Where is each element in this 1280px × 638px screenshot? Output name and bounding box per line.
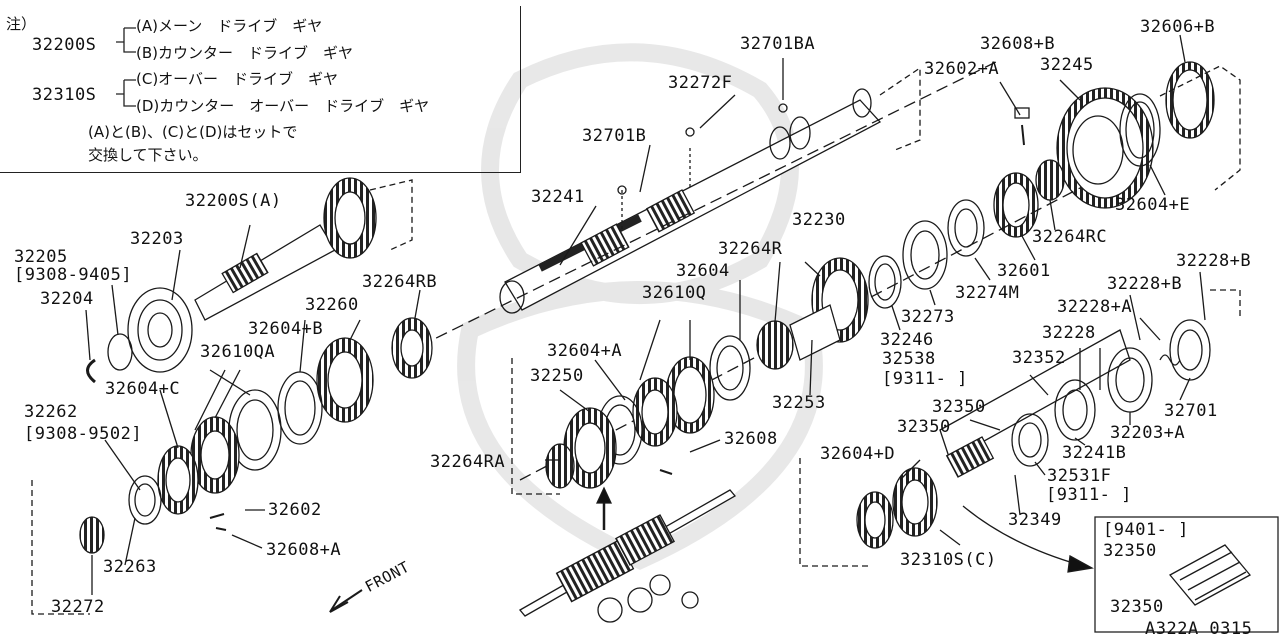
label-32604E: 32604+E (1115, 195, 1191, 215)
label-32264RB: 32264RB (362, 272, 438, 292)
label-32241B: 32241B (1062, 443, 1127, 463)
label-32228A: 32228+A (1057, 297, 1133, 317)
label-32260: 32260 (305, 295, 359, 315)
label-32253: 32253 (772, 393, 826, 413)
label-32352: 32352 (1012, 348, 1066, 368)
synchro-32610QA (190, 416, 240, 494)
bearing-32203 (127, 287, 193, 373)
label-32246: 32246 (880, 330, 934, 350)
label-32230: 32230 (792, 210, 846, 230)
gear-32260 (316, 337, 374, 423)
note-group2-part: 32310S (32, 85, 97, 105)
label-32204: 32204 (40, 289, 94, 309)
gear-32245 (1056, 87, 1154, 209)
label-32604C: 32604+C (105, 379, 181, 399)
assembled-view (519, 489, 736, 623)
diagram-code: A322A 0315 (1145, 619, 1253, 638)
label-32272: 32272 (51, 597, 105, 617)
label-32245: 32245 (1040, 55, 1094, 75)
label-32200SA: 32200S(A) (185, 191, 282, 211)
label-32241: 32241 (531, 187, 585, 207)
note-group1-a: (A)メーン ドライブ ギヤ (136, 17, 323, 35)
main-drive-shaft (194, 177, 377, 321)
gear-32310S (892, 467, 938, 537)
label-32262: 32262 (24, 402, 78, 422)
label-32701: 32701 (1164, 401, 1218, 421)
label-32350-2: 32350 (897, 417, 951, 437)
label-32610Q: 32610Q (642, 283, 707, 303)
label-32349: 32349 (1008, 510, 1062, 530)
label-32274M: 32274M (955, 283, 1020, 303)
label-32262-range: [9308-9502] (24, 424, 143, 444)
label-32602A: 32602+A (924, 59, 1000, 79)
label-32608: 32608 (724, 429, 778, 449)
label-32538-range: [9311- ] (882, 369, 968, 389)
label-32701B: 32701B (582, 126, 647, 146)
label-32538: 32538 (882, 349, 936, 369)
label-32604A: 32604+A (547, 341, 623, 361)
ring-32606 (1165, 61, 1215, 139)
label-32228: 32228 (1042, 323, 1096, 343)
gear-32250 (563, 407, 617, 489)
label-32203: 32203 (130, 229, 184, 249)
label-32350-1: 32350 (932, 397, 986, 417)
inset-part2: 32350 (1110, 597, 1164, 617)
label-32608A: 32608+A (266, 540, 342, 560)
note-brackets (116, 27, 136, 107)
note-remark-2: 交換して下さい。 (88, 146, 208, 164)
label-32228B-1: 32228+B (1176, 251, 1252, 271)
label-32264RA: 32264RA (430, 452, 506, 472)
label-32604D: 32604+D (820, 444, 896, 464)
inset-sleeve (1168, 544, 1252, 606)
label-32606B: 32606+B (1140, 17, 1216, 37)
note-prefix: 注） (6, 15, 37, 33)
label-32205-range: [9308-9405] (14, 265, 133, 285)
label-32264RC: 32264RC (1032, 227, 1108, 247)
note-group2-d: (D)カウンター オーバー ドライブ ギヤ (136, 97, 430, 115)
synchro-32610Q (632, 356, 715, 447)
note-group2-c: (C)オーバー ドライブ ギヤ (136, 70, 339, 88)
note-group1-part: 32200S (32, 35, 97, 55)
label-32604: 32604 (676, 261, 730, 281)
note-remark-1: (A)と(B)、(C)と(D)はセットで (88, 123, 298, 141)
label-32601: 32601 (997, 261, 1051, 281)
label-32531F: 32531F (1047, 466, 1112, 486)
label-32701BA: 32701BA (740, 34, 816, 54)
note-group1-b: (B)カウンター ドライブ ギヤ (136, 44, 353, 62)
inset-part1: 32350 (1103, 541, 1157, 561)
label-32604B: 32604+B (248, 319, 324, 339)
gear-32601 (993, 172, 1039, 238)
label-32203A: 32203+A (1110, 423, 1186, 443)
label-32272F: 32272F (668, 73, 733, 93)
label-32205: 32205 (14, 247, 68, 267)
watermark-emblem (457, 43, 823, 570)
label-32263: 32263 (103, 557, 157, 577)
label-32250: 32250 (530, 366, 584, 386)
label-32310SC: 32310S(C) (900, 550, 997, 570)
label-32610QA: 32610QA (200, 342, 276, 362)
label-32602: 32602 (268, 500, 322, 520)
label-32608B: 32608+B (980, 34, 1056, 54)
note-box (0, 6, 521, 173)
inset-range: [9401- ] (1103, 520, 1189, 540)
label-32531F-range: [9311- ] (1046, 485, 1132, 505)
label-32264R: 32264R (718, 239, 783, 259)
label-32228B-2: 32228+B (1107, 274, 1183, 294)
label-32273: 32273 (901, 307, 955, 327)
